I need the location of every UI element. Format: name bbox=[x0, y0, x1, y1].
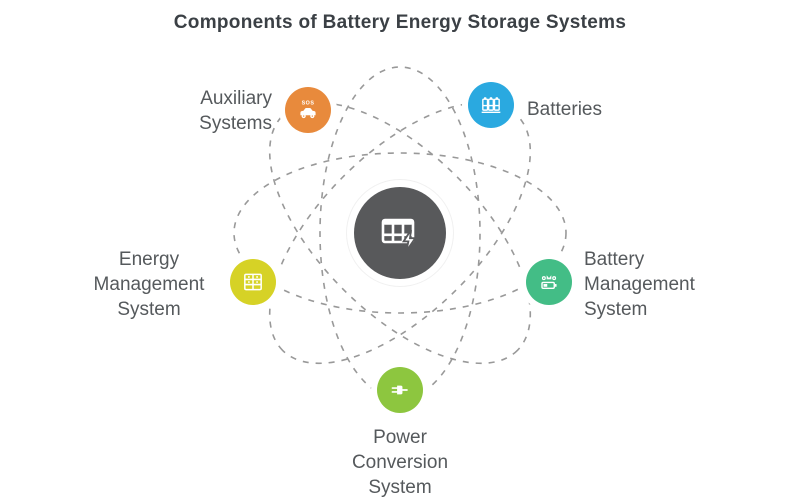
label-power-conversion-system: Power Conversion System bbox=[351, 427, 449, 498]
node-power-conversion-system bbox=[377, 367, 423, 413]
plug-icon bbox=[386, 376, 414, 404]
car-sos-icon: SOS bbox=[294, 96, 322, 124]
battery-grid-bolt-icon bbox=[376, 209, 424, 257]
battery-cells-icon bbox=[477, 91, 505, 119]
sos-text: SOS bbox=[302, 101, 315, 107]
page-title: Components of Battery Energy Storage Sys… bbox=[173, 12, 627, 33]
label-batteries: Batteries bbox=[527, 99, 602, 120]
label-battery-management-system: Battery Management System bbox=[584, 249, 695, 320]
center-node bbox=[354, 187, 446, 279]
control-panel-icon bbox=[239, 268, 267, 296]
label-energy-management-system: Energy Management System bbox=[93, 249, 205, 320]
node-energy-management-system bbox=[230, 259, 276, 305]
battery-status-icon bbox=[535, 268, 563, 296]
label-auxiliary-systems: Auxiliary Systems bbox=[199, 88, 272, 134]
node-batteries bbox=[468, 82, 514, 128]
node-battery-management-system bbox=[526, 259, 572, 305]
node-auxiliary-systems: SOS bbox=[285, 87, 331, 133]
